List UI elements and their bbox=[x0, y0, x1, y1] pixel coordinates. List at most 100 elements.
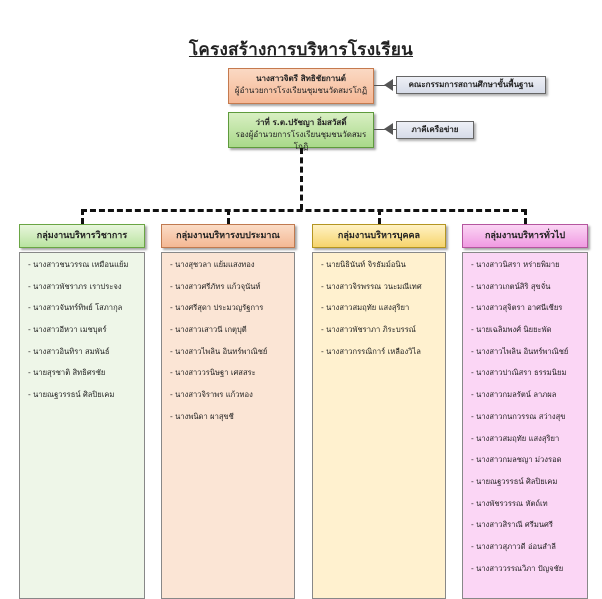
member-name: นายณฐวรรธน์ ศิลปิยเคม bbox=[33, 390, 115, 400]
bullet-dash: - bbox=[321, 325, 327, 335]
bullet-dash: - bbox=[471, 455, 477, 465]
member-item: - นางสาวอีหวา เมชบุตร์ bbox=[28, 324, 144, 346]
member-item: - นางสาวจิรพรรณ วนะมณีเทศ bbox=[321, 281, 445, 303]
bullet-dash: - bbox=[471, 303, 477, 313]
bullet-dash: - bbox=[170, 346, 176, 356]
bullet-dash: - bbox=[471, 476, 477, 486]
member-name: นางสาวนิสรา หร่ายพิมาย bbox=[476, 260, 560, 269]
member-name: นายนิธินันท์ จิรธัมม์อนิน bbox=[326, 260, 406, 269]
bullet-dash: - bbox=[321, 260, 327, 269]
member-item: - นางสาวพัชราภร เราประจง bbox=[28, 281, 144, 303]
bullet-dash: - bbox=[321, 303, 327, 313]
member-item: - นางสาวชนวรรณ เหมือนแย้ม bbox=[28, 259, 144, 281]
member-item: - นายเฉลิมพงศ์ นิยยะพัด bbox=[471, 324, 587, 346]
member-item: - นายนิธินันท์ จิรธัมม์อนิน bbox=[321, 259, 445, 281]
bullet-dash: - bbox=[28, 368, 34, 378]
member-name: นางสาวศรีภัทร แก้วจุนันท์ bbox=[175, 281, 261, 291]
bullet-dash: - bbox=[471, 325, 477, 335]
member-item: - นางสาวเสาวนี เกตุบุตี bbox=[170, 324, 294, 346]
member-item: - นางสาวกมลรัตน์ ลาภผล bbox=[471, 389, 587, 411]
bullet-dash: - bbox=[471, 433, 477, 443]
member-item: - นางสาวสุภาวดี อ่อนสำลี bbox=[471, 541, 587, 563]
bullet-dash: - bbox=[321, 281, 327, 291]
member-item: - นางสาววรรณวิภา ปัญจชัย bbox=[471, 563, 587, 585]
bullet-dash: - bbox=[28, 325, 34, 335]
bullet-dash: - bbox=[170, 411, 176, 421]
network-arrow bbox=[384, 123, 393, 135]
board-arrow bbox=[384, 79, 393, 91]
member-list: - นางสุชวลา แย้มแสงทอง- นางสาวศรีภัทร แก… bbox=[162, 253, 294, 433]
member-name: นางสาววรรณวิภา ปัญจชัย bbox=[476, 563, 564, 573]
bullet-dash: - bbox=[471, 390, 477, 400]
member-list: - นางสาวชนวรรณ เหมือนแย้ม- นางสาวพัชราภร… bbox=[20, 253, 144, 411]
group-header-general: กลุ่มงานบริหารทั่วไป bbox=[462, 224, 588, 248]
member-item: - นางศรีสุดา ประมวญรัฐการ bbox=[170, 302, 294, 324]
member-name: นางสาวสมฤทัย แสงสุริยา bbox=[326, 303, 410, 313]
member-name: นางสาวสิราณี ศรีมนศรี bbox=[476, 520, 553, 530]
bullet-dash: - bbox=[170, 303, 176, 313]
member-list: - นางสาวนิสรา หร่ายพิมาย- นางสาวเกตน์สิร… bbox=[463, 253, 587, 584]
bullet-dash: - bbox=[170, 260, 176, 269]
bullet-dash: - bbox=[471, 260, 477, 269]
member-item: - นางสาวนิสรา หร่ายพิมาย bbox=[471, 259, 587, 281]
bullet-dash: - bbox=[170, 368, 176, 378]
member-item: - นางสาวสิราณี ศรีมนศรี bbox=[471, 519, 587, 541]
bullet-dash: - bbox=[170, 390, 176, 400]
member-item: - นางสาวศรีภัทร แก้วจุนันท์ bbox=[170, 281, 294, 303]
member-name: นางศรีสุดา ประมวญรัฐการ bbox=[175, 303, 264, 313]
member-item: - นางสาวไพลิน อินทร์พาณิชย์ bbox=[471, 346, 587, 368]
member-item: - นางสุชวลา แย้มแสงทอง bbox=[170, 259, 294, 281]
group-header-personnel: กลุ่มงานบริหารบุคคล bbox=[312, 224, 446, 248]
member-item: - นางสาวไพลิน อินทร์พาณิชย์ bbox=[170, 346, 294, 368]
page-title: โครงสร้างการบริหารโรงเรียน bbox=[188, 40, 414, 60]
group-panel-general: - นางสาวนิสรา หร่ายพิมาย- นางสาวเกตน์สิร… bbox=[462, 252, 588, 599]
connector-drop-1 bbox=[81, 209, 84, 224]
bullet-dash: - bbox=[471, 498, 477, 508]
group-panel-academic: - นางสาวชนวรรณ เหมือนแย้ม- นางสาวพัชราภร… bbox=[19, 252, 145, 599]
bullet-dash: - bbox=[471, 520, 477, 530]
bullet-dash: - bbox=[170, 325, 176, 335]
member-item: - นางสาวสมฤทัย แสงสุริยา bbox=[471, 433, 587, 455]
member-item: - นางสาวจันทร์ทิพย์ โสภากุล bbox=[28, 302, 144, 324]
member-name: นางสาวกมลชญา ม่วงรอด bbox=[476, 455, 562, 465]
member-name: นายณฐวรรธน์ ศิลปิยเคม bbox=[476, 476, 558, 486]
bullet-dash: - bbox=[471, 281, 477, 291]
member-item: - นางสาวสมฤทัย แสงสุริยา bbox=[321, 302, 445, 324]
deputy-name: ว่าที่ ร.ต.ปรัชญา อิ่มสวัสดิ์ bbox=[255, 118, 347, 127]
member-name: นางสาวอีหวา เมชบุตร์ bbox=[33, 325, 107, 335]
connector-drop-2 bbox=[227, 209, 230, 224]
bullet-dash: - bbox=[28, 281, 34, 291]
member-item: - นางสาวสุจิตรา อาศนีเชียร bbox=[471, 302, 587, 324]
director-name: นางสาวจิตรี สิทธิชัยกานต์ bbox=[256, 74, 346, 83]
member-item: - นางสาวอินทิรา สมพันธ์ bbox=[28, 346, 144, 368]
bullet-dash: - bbox=[170, 281, 176, 291]
member-item: - นางสาวกรรณิการ์ เหลืองวิไล bbox=[321, 346, 445, 368]
group-panel-personnel: - นายนิธินันท์ จิรธัมม์อนิน- นางสาวจิรพร… bbox=[312, 252, 446, 599]
bullet-dash: - bbox=[28, 390, 34, 400]
network-box: ภาคีเครือข่าย bbox=[396, 121, 474, 139]
member-item: - นายสุรชาติ สิทธิศรชัย bbox=[28, 367, 144, 389]
member-item: - นางสาววรนิษฐา เศสสระ bbox=[170, 367, 294, 389]
member-name: นางสาวพัชราภร เราประจง bbox=[33, 281, 122, 291]
member-name: นางสาวจิราพร แก้วทอง bbox=[175, 390, 253, 400]
member-name: นายเฉลิมพงศ์ นิยยะพัด bbox=[476, 325, 552, 335]
bullet-dash: - bbox=[471, 541, 477, 551]
bullet-dash: - bbox=[471, 346, 477, 356]
member-item: - นางสาวกมลชญา ม่วงรอด bbox=[471, 454, 587, 476]
member-item: - นายณฐวรรธน์ ศิลปิยเคม bbox=[28, 389, 144, 411]
member-name: นางสาวพัชราภา ภิระบรรณ์ bbox=[326, 325, 416, 335]
group-header-budget: กลุ่มงานบริหารงบประมาณ bbox=[161, 224, 295, 248]
bullet-dash: - bbox=[28, 303, 34, 313]
member-name: นางสาวสมฤทัย แสงสุริยา bbox=[476, 433, 560, 443]
member-item: - นางสาวกนกวรรณ สว่างสุข bbox=[471, 411, 587, 433]
member-name: นางสาวกนกวรรณ สว่างสุข bbox=[476, 411, 566, 421]
member-name: นางสาวสุจิตรา อาศนีเชียร bbox=[476, 303, 563, 313]
member-name: นางสุชวลา แย้มแสงทอง bbox=[175, 260, 255, 269]
deputy-box: ว่าที่ ร.ต.ปรัชญา อิ่มสวัสดิ์ รองผู้อำนว… bbox=[228, 112, 374, 151]
director-position: ผู้อำนวยการโรงเรียนชุมชนวัดสมรโกฏิ bbox=[234, 86, 368, 95]
member-item: - นายณฐวรรธน์ ศิลปิยเคม bbox=[471, 476, 587, 498]
member-item: - นางสาวปาณิสรา ธรรมนิยม bbox=[471, 367, 587, 389]
member-name: นางสาวชนวรรณ เหมือนแย้ม bbox=[33, 260, 129, 269]
member-name: นางพัชรวรรณ หัตถ์เท bbox=[476, 498, 548, 508]
bullet-dash: - bbox=[471, 411, 477, 421]
